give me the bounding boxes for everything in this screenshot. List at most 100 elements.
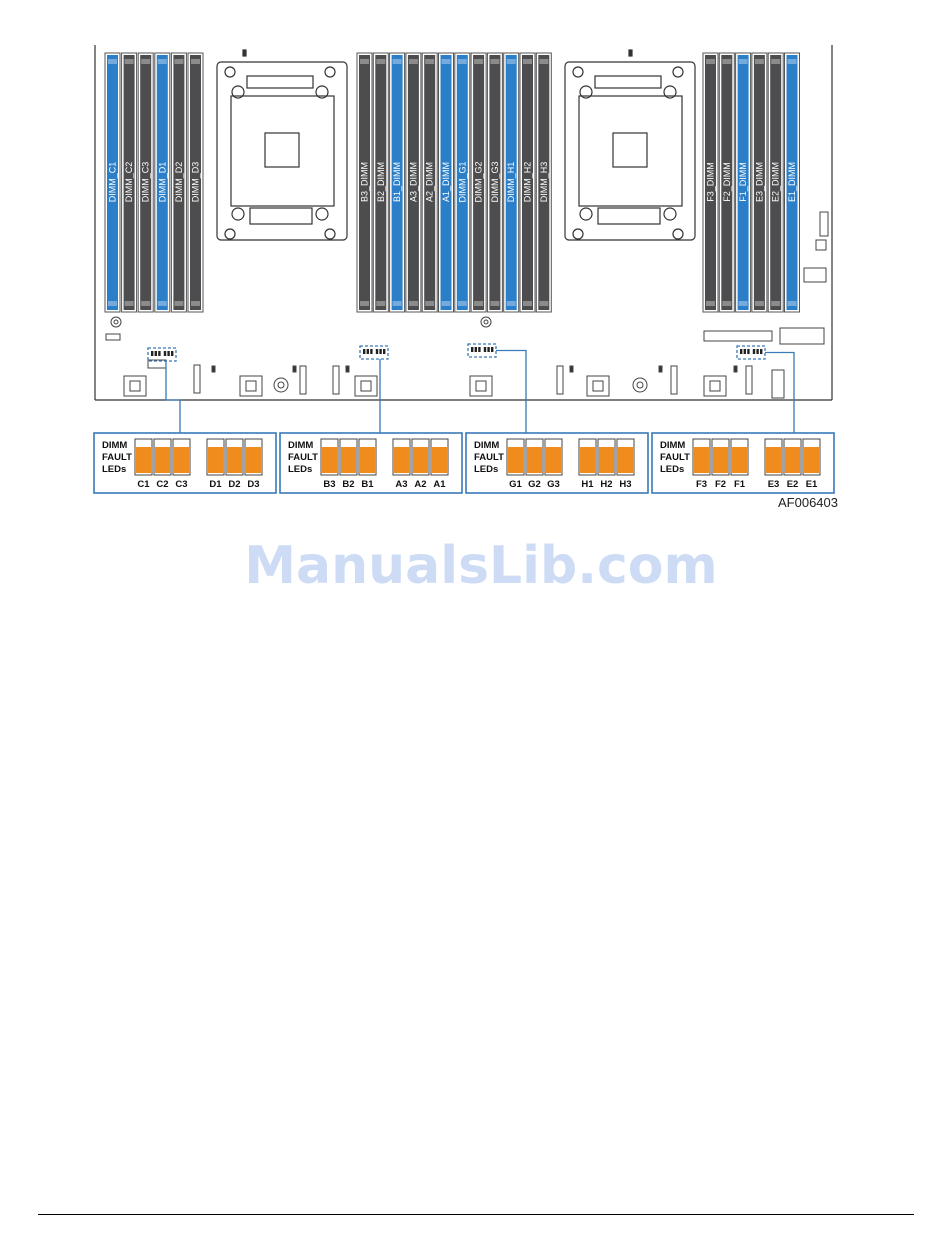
board-components: [105, 211, 829, 399]
dimm-slot-label: F2_DIMM: [722, 162, 732, 202]
figure-id: AF006403: [778, 495, 838, 510]
led-panel-title-line: LEDs: [474, 464, 498, 475]
dimm-slot-label: F1_DIMM: [738, 162, 748, 202]
led-header-callout: [736, 345, 795, 433]
led-header-callout: [147, 347, 181, 433]
led-label: G3: [547, 479, 560, 490]
led-label: A2: [414, 479, 426, 490]
led-label: E3: [768, 479, 780, 490]
led-label: A3: [395, 479, 407, 490]
dimm-slot-dimm_h2: DIMM_H2: [519, 52, 536, 313]
led-d1: D1: [206, 438, 225, 490]
led-label: F2: [715, 479, 726, 490]
dimm-slot-label: DIMM_D3: [191, 162, 201, 203]
dimm-slot-b1_dimm: B1_DIMM: [389, 52, 406, 313]
led-label: C2: [156, 479, 168, 490]
led-c3: C3: [172, 438, 191, 490]
led-e3: E3: [764, 438, 783, 490]
led-label: H1: [581, 479, 594, 490]
dimm-slot-label: B3_DIMM: [360, 162, 370, 202]
led-label: D2: [228, 479, 240, 490]
dimm-slot-dimm_h1: DIMM_H1: [503, 52, 520, 313]
led-panel-title-line: LEDs: [660, 464, 684, 475]
dimm-slot-f1_dimm: F1_DIMM: [735, 52, 752, 313]
led-b1: B1: [358, 438, 377, 490]
dimm-slot-label: DIMM_G1: [457, 161, 467, 202]
led-b2: B2: [339, 438, 358, 490]
dimm-slot-dimm_g2: DIMM_G2: [470, 52, 487, 313]
led-label: C1: [137, 479, 150, 490]
dimm-slot-label: DIMM_G2: [474, 161, 484, 202]
led-label: D1: [209, 479, 222, 490]
led-panel-title-line: FAULT: [102, 452, 132, 463]
led-label: E2: [787, 479, 799, 490]
dimm-slot-label: E1_DIMM: [787, 162, 797, 202]
led-panel-title-line: FAULT: [288, 452, 318, 463]
led-a2: A2: [411, 438, 430, 490]
led-h2: H2: [597, 438, 616, 490]
dimm-slot-label: E3_DIMM: [754, 162, 764, 202]
dimm-slot-a3_dimm: A3_DIMM: [405, 52, 422, 313]
led-label: G1: [509, 479, 522, 490]
dimm-slot-dimm_g1: DIMM_G1: [454, 52, 471, 313]
dimm-slot-label: A1_DIMM: [441, 162, 451, 202]
dimm-slot-dimm_d2: DIMM_D2: [170, 52, 187, 313]
led-g2: G2: [525, 438, 544, 490]
dimm-slot-dimm_d1: DIMM_D1: [154, 52, 171, 313]
led-label: F3: [696, 479, 707, 490]
dimm-slot-dimm_d3: DIMM_D3: [187, 52, 204, 313]
led-b3: B3: [320, 438, 339, 490]
led-label: B3: [323, 479, 335, 490]
led-f3: F3: [692, 438, 711, 490]
led-panel-title-line: FAULT: [660, 452, 690, 463]
led-a1: A1: [430, 438, 449, 490]
dimm-slot-dimm_g3: DIMM_G3: [486, 52, 503, 313]
dimm-slot-label: DIMM_G3: [490, 161, 500, 202]
led-panel-title-line: LEDs: [288, 464, 312, 475]
dimm-slot-dimm_c3: DIMM_C3: [137, 52, 154, 313]
dimm-slot-label: DIMM_D1: [157, 162, 167, 203]
led-label: C3: [175, 479, 187, 490]
led-h3: H3: [616, 438, 635, 490]
led-panel-title-line: FAULT: [474, 452, 504, 463]
led-label: H3: [619, 479, 631, 490]
dimm-slot-label: DIMM_H2: [523, 162, 533, 203]
dimm-bank-right: F3_DIMM F2_DIMM F1_DIMM E3_DIMM E2_DIMM E1_DI…: [702, 52, 800, 313]
led-panel-title-line: DIMM: [288, 440, 313, 451]
dimm-slot-e1_dimm: E1_DIMM: [784, 52, 800, 313]
dimm-slot-label: DIMM_C1: [108, 162, 118, 203]
dimm-slot-label: A2_DIMM: [425, 162, 435, 202]
led-f2: F2: [711, 438, 730, 490]
led-header-callout: [359, 345, 389, 433]
led-header-callout: [467, 343, 527, 433]
dimm-slot-dimm_c2: DIMM_C2: [121, 52, 138, 313]
dimm-slot-label: DIMM_C3: [141, 162, 151, 203]
led-panel-title-line: DIMM: [102, 440, 127, 451]
cpu-socket-2: [564, 49, 696, 241]
dimm-slot-b3_dimm: B3_DIMM: [356, 52, 373, 313]
led-label: B2: [342, 479, 354, 490]
dimm-slot-e3_dimm: E3_DIMM: [751, 52, 768, 313]
dimm-slot-label: E2_DIMM: [771, 162, 781, 202]
led-g3: G3: [544, 438, 563, 490]
dimm-slot-label: B2_DIMM: [376, 162, 386, 202]
led-h1: H1: [578, 438, 597, 490]
dimm-slot-a2_dimm: A2_DIMM: [421, 52, 438, 313]
led-label: B1: [361, 479, 374, 490]
dimm-slot-e2_dimm: E2_DIMM: [767, 52, 784, 313]
footer-rule: [38, 1214, 914, 1215]
led-callouts: [147, 343, 795, 433]
dimm-slot-f2_dimm: F2_DIMM: [718, 52, 735, 313]
led-e2: E2: [783, 438, 802, 490]
watermark: ManualsLib.com: [244, 536, 718, 596]
dimm-slot-label: F3_DIMM: [706, 162, 716, 202]
dimm-slot-label: B1_DIMM: [392, 162, 402, 202]
led-a3: A3: [392, 438, 411, 490]
dimm-slot-a1_dimm: A1_DIMM: [438, 52, 454, 313]
